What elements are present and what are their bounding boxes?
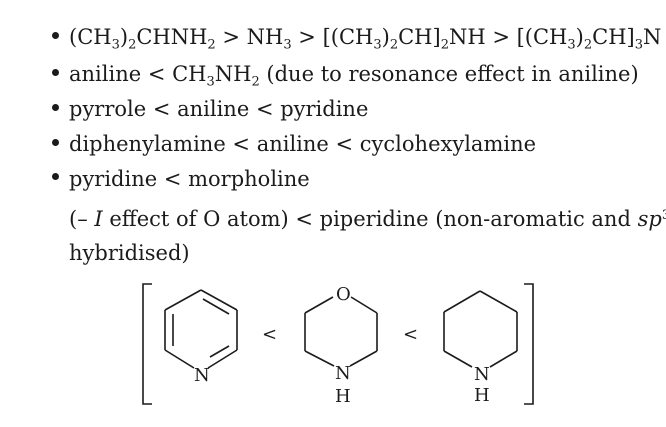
- continuation-line1-run: (–: [69, 207, 95, 231]
- continuation-line1-run: 3: [661, 207, 666, 223]
- continuation-line-2: hybridised): [69, 241, 659, 265]
- amine-basicity-order-run: 3: [634, 37, 643, 53]
- aniline-methylamine-run: 3: [206, 74, 215, 90]
- line-pyrrole-order: pyrrole < aniline < pyridine: [69, 97, 368, 121]
- morpholine-oxygen: O: [336, 284, 351, 305]
- piperidine-hydrogen: H: [474, 385, 490, 406]
- amine-basicity-order-run: 3: [373, 37, 382, 53]
- amine-basicity-order-run: 2: [583, 37, 593, 53]
- line-diphenylamine-order: diphenylamine < aniline < cyclohexylamin…: [69, 132, 536, 156]
- amine-basicity-order-run: 2: [440, 37, 449, 53]
- amine-basicity-order-run: ): [119, 25, 129, 49]
- amine-basicity-order-run: CH]: [398, 25, 441, 49]
- amine-basicity-order-run: CHNH: [136, 25, 208, 49]
- amine-basicity-order-run: NH > [(CH: [448, 25, 568, 49]
- amine-basicity-order-run: 2: [389, 37, 399, 53]
- aniline-methylamine-run: aniline < CH: [69, 62, 207, 86]
- line-aniline-methylamine: aniline < CH3NH2 (due to resonance effec…: [69, 62, 639, 89]
- line-amine-basicity-order: (CH3)2CHNH2 > NH3 > [(CH3)2CH]2NH > [(CH…: [69, 25, 662, 52]
- amine-basicity-order-run: ): [381, 25, 390, 49]
- morpholine-hydrogen: H: [335, 386, 351, 407]
- comparator-1: <: [262, 324, 277, 345]
- comparator-2: <: [403, 324, 418, 345]
- amine-basicity-order-run: CH]: [592, 25, 635, 49]
- morpholine-nitrogen: N: [335, 363, 351, 384]
- aniline-methylamine-run: NH: [214, 62, 252, 86]
- morpholine-ring: [304, 296, 378, 367]
- aniline-methylamine-run: 2: [251, 74, 260, 90]
- continuation-line2-run: hybridised): [69, 241, 190, 265]
- bullet-4: [52, 139, 59, 146]
- pyridine-morpholine-run: pyridine < morpholine: [69, 167, 310, 191]
- amine-basicity-order-run: 2: [207, 37, 216, 53]
- pyridine-ring: [164, 289, 238, 369]
- piperidine-nitrogen: N: [474, 364, 490, 385]
- line-pyridine-morpholine: pyridine < morpholine: [69, 167, 310, 191]
- continuation-line-1: (– I effect of O atom) < piperidine (non…: [69, 207, 666, 231]
- amine-basicity-order-run: ): [575, 25, 584, 49]
- amine-basicity-order-run: 3: [283, 37, 292, 53]
- diphenylamine-order-run: diphenylamine < aniline < cyclohexylamin…: [69, 132, 537, 156]
- amine-basicity-order-run: 3: [567, 37, 576, 53]
- continuation-line1-run: I: [94, 207, 103, 231]
- bullet-2: [52, 69, 59, 76]
- amine-basicity-order-run: > NH: [215, 25, 284, 49]
- continuation-line1-run: sp: [637, 207, 662, 231]
- bullet-5: [52, 173, 59, 180]
- amine-basicity-order-run: 2: [128, 37, 137, 53]
- bullet-1: [52, 32, 59, 39]
- pyridine-nitrogen: N: [194, 365, 210, 386]
- right-bracket: [524, 283, 534, 405]
- aniline-methylamine-run: (due to resonance effect in aniline): [259, 62, 639, 86]
- amine-basicity-order-run: > [(CH: [291, 25, 374, 49]
- amine-basicity-order-run: (CH: [69, 25, 112, 49]
- amine-basicity-order-run: 3: [111, 37, 120, 53]
- piperidine-ring: [443, 290, 518, 368]
- continuation-line1-run: effect of O atom) < piperidine (non-arom…: [102, 207, 638, 231]
- left-bracket: [142, 283, 152, 405]
- bullet-3: [52, 104, 59, 111]
- pyrrole-order-run: pyrrole < aniline < pyridine: [69, 97, 369, 121]
- amine-basicity-order-run: N: [643, 25, 662, 49]
